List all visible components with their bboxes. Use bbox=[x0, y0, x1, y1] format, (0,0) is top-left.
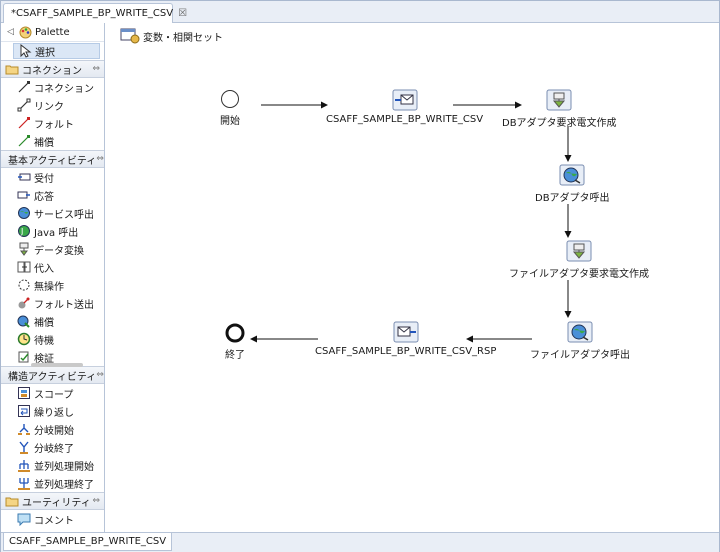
parallel-start-icon bbox=[18, 460, 30, 472]
fault-icon bbox=[18, 117, 30, 129]
node-end[interactable]: 終了 bbox=[225, 323, 245, 361]
editor-tab-label: *CSAFF_SAMPLE_BP_WRITE_CSV bbox=[11, 8, 174, 19]
palette-drawer-utility[interactable]: ユーティリティ ⇔ bbox=[1, 492, 104, 510]
editor-tab-bar: *CSAFF_SAMPLE_BP_WRITE_CSV ☒ bbox=[1, 1, 719, 23]
palette-icon bbox=[19, 26, 32, 38]
data-transform-icon bbox=[546, 89, 572, 111]
palette-title: Palette bbox=[35, 26, 70, 38]
palette-item-reply[interactable]: 応答 bbox=[1, 186, 104, 204]
end-circle-icon bbox=[225, 323, 245, 343]
node-reply[interactable]: CSAFF_SAMPLE_BP_WRITE_CSV_RSP bbox=[315, 321, 496, 357]
palette-item-connection[interactable]: コネクション bbox=[1, 78, 104, 96]
folder-icon bbox=[5, 65, 19, 74]
compensate-icon bbox=[17, 315, 30, 328]
diagram-canvas[interactable]: 変数・相関セット 開始 bbox=[106, 23, 719, 532]
node-db-invoke[interactable]: DBアダプタ呼出 bbox=[535, 164, 610, 204]
palette-item-loop[interactable]: 繰り返し bbox=[1, 402, 104, 420]
pointer-icon bbox=[20, 44, 32, 58]
palette-scrollbar[interactable] bbox=[31, 363, 83, 367]
palette-item-branch-end[interactable]: 分岐終了 bbox=[1, 438, 104, 456]
java-icon: J bbox=[18, 225, 30, 237]
reply-icon bbox=[393, 321, 419, 343]
palette-item-compensation[interactable]: 補償 bbox=[1, 132, 104, 150]
start-circle-icon bbox=[221, 90, 239, 108]
pin-icon[interactable]: ⇔ bbox=[96, 370, 104, 380]
branch-start-icon bbox=[18, 424, 30, 435]
palette-item-java-invoke[interactable]: J Java 呼出 bbox=[1, 222, 104, 240]
palette-item-link[interactable]: リンク bbox=[1, 96, 104, 114]
palette-item-compensate[interactable]: 補償 bbox=[1, 312, 104, 330]
globe-icon bbox=[18, 207, 30, 219]
service-invoke-icon bbox=[559, 164, 585, 186]
node-start[interactable]: 開始 bbox=[220, 89, 240, 127]
palette-item-parallel-end[interactable]: 並列処理終了 bbox=[1, 474, 104, 492]
palette-item-data-transform[interactable]: データ変換 bbox=[1, 240, 104, 258]
dotted-circle-icon bbox=[18, 279, 30, 291]
comment-icon bbox=[17, 513, 31, 526]
palette-header[interactable]: ◁ Palette bbox=[1, 23, 104, 42]
palette-item-comment[interactable]: コメント bbox=[1, 510, 104, 528]
page-tab[interactable]: CSAFF_SAMPLE_BP_WRITE_CSV bbox=[3, 533, 173, 551]
palette: ◁ Palette 選択 コネクション ⇔ コネクション リンク bbox=[1, 23, 105, 532]
palette-item-scope[interactable]: スコープ bbox=[1, 384, 104, 402]
folder-icon bbox=[5, 497, 19, 506]
palette-item-service-invoke[interactable]: サービス呼出 bbox=[1, 204, 104, 222]
clock-icon bbox=[17, 332, 31, 346]
data-transform-icon bbox=[566, 240, 592, 262]
palette-item-receive[interactable]: 受付 bbox=[1, 168, 104, 186]
palette-item-no-op[interactable]: 無操作 bbox=[1, 276, 104, 294]
assign-icon bbox=[17, 261, 31, 273]
compensation-icon bbox=[18, 135, 30, 147]
palette-item-fault[interactable]: フォルト bbox=[1, 114, 104, 132]
variables-icon bbox=[120, 28, 140, 44]
pin-icon[interactable]: ⇔ bbox=[92, 64, 100, 74]
node-file-request[interactable]: ファイルアダプタ要求電文作成 bbox=[509, 240, 649, 280]
svg-text:J: J bbox=[20, 227, 23, 236]
reply-icon bbox=[17, 191, 30, 199]
transform-icon bbox=[19, 242, 29, 256]
flow-edges bbox=[250, 101, 572, 343]
service-invoke-icon bbox=[567, 321, 593, 343]
palette-drawer-basic-activity[interactable]: 基本アクティビティ ⇔ bbox=[1, 150, 104, 168]
throw-fault-icon bbox=[18, 297, 30, 309]
palette-item-validate[interactable]: 検証 bbox=[1, 348, 104, 366]
palette-drawer-connection[interactable]: コネクション ⇔ bbox=[1, 60, 104, 78]
close-icon[interactable]: ☒ bbox=[178, 8, 188, 19]
palette-item-parallel-start[interactable]: 並列処理開始 bbox=[1, 456, 104, 474]
node-db-request[interactable]: DBアダプタ要求電文作成 bbox=[502, 89, 617, 129]
receive-icon bbox=[18, 173, 31, 181]
page-tab-bar: CSAFF_SAMPLE_BP_WRITE_CSV bbox=[1, 532, 719, 552]
node-receive[interactable]: CSAFF_SAMPLE_BP_WRITE_CSV bbox=[326, 89, 483, 125]
connection-icon bbox=[18, 81, 30, 93]
receive-icon bbox=[392, 89, 418, 111]
pin-icon[interactable]: ⇔ bbox=[92, 496, 100, 506]
editor-tab[interactable]: *CSAFF_SAMPLE_BP_WRITE_CSV ☒ bbox=[3, 3, 187, 23]
link-icon bbox=[17, 98, 31, 112]
palette-item-branch-start[interactable]: 分岐開始 bbox=[1, 420, 104, 438]
branch-end-icon bbox=[19, 441, 29, 454]
collapse-arrow-icon[interactable]: ◁ bbox=[7, 27, 14, 37]
parallel-end-icon bbox=[18, 478, 30, 490]
validate-icon bbox=[18, 351, 29, 363]
palette-select-tool[interactable]: 選択 bbox=[13, 43, 100, 59]
palette-drawer-structured-activity[interactable]: 構造アクティビティ ⇔ bbox=[1, 366, 104, 384]
scope-icon bbox=[18, 387, 30, 399]
loop-icon bbox=[18, 405, 30, 417]
palette-item-throw-fault[interactable]: フォルト送出 bbox=[1, 294, 104, 312]
variables-correlation-button[interactable]: 変数・相関セット bbox=[120, 27, 223, 45]
palette-item-assign[interactable]: 代入 bbox=[1, 258, 104, 276]
node-file-invoke[interactable]: ファイルアダプタ呼出 bbox=[530, 321, 630, 361]
palette-item-wait[interactable]: 待機 bbox=[1, 330, 104, 348]
pin-icon[interactable]: ⇔ bbox=[96, 154, 104, 164]
